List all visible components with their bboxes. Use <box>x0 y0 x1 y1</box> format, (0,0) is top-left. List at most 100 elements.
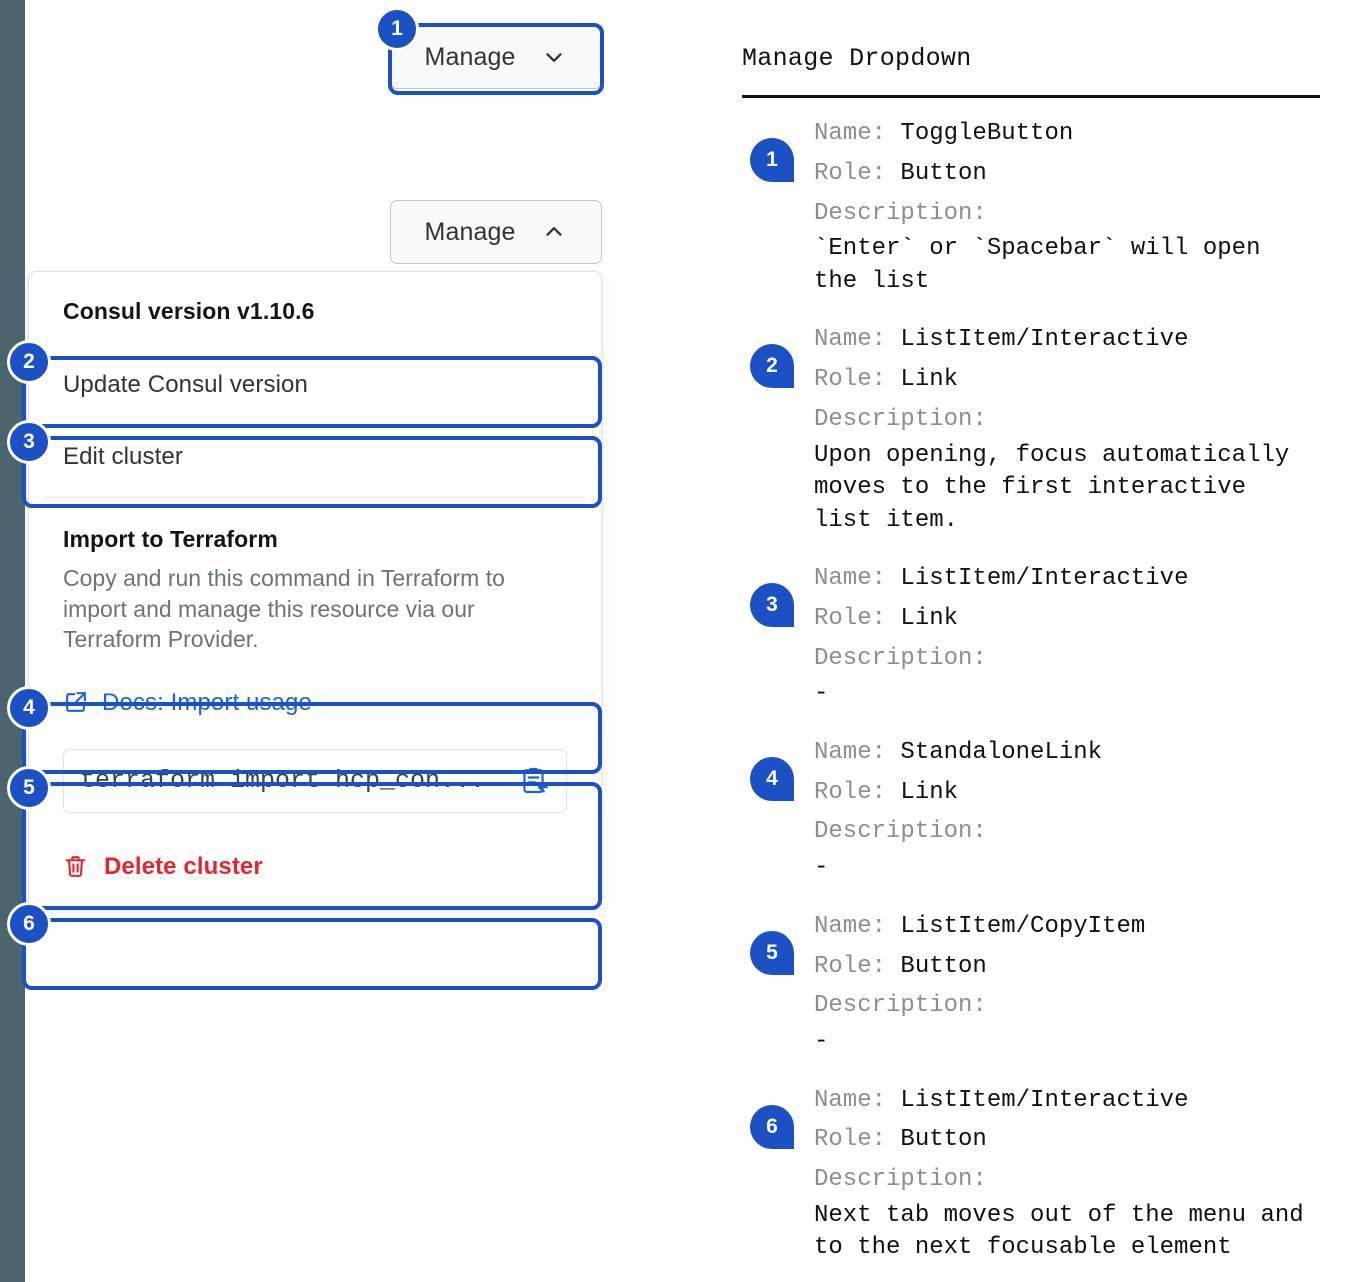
legend-name-label: Name: <box>814 564 901 592</box>
manage-dropdown-panel: Consul version v1.10.6 Update Consul ver… <box>28 271 602 908</box>
legend-description-value: - <box>814 854 829 882</box>
left-sidebar-rail <box>0 0 25 1282</box>
legend-name-label: Name: <box>814 1086 901 1114</box>
legend-description-value: - <box>814 680 829 708</box>
legend-description-label: Description: <box>814 992 987 1020</box>
legend-role-label: Role: <box>814 1126 901 1154</box>
annotation-badge-3: 3 <box>7 420 51 464</box>
legend-role-value: Button <box>900 952 987 980</box>
legend-name-label: Name: <box>814 326 901 354</box>
legend-description-label: Description: <box>814 1166 987 1194</box>
menu-item-edit-cluster[interactable]: Edit cluster <box>29 421 601 493</box>
legend-name-value: ListItem/Interactive <box>900 326 1189 354</box>
dropdown-demo-stage: Manage Manage Consul version v1.10.6 Upd… <box>7 7 604 990</box>
legend-name-value: ListItem/CopyItem <box>900 912 1146 940</box>
legend-role-value: Link <box>900 604 959 632</box>
consul-version-heading: Consul version v1.10.6 <box>63 298 315 324</box>
legend-name-label: Name: <box>814 120 901 147</box>
import-terraform-description: Copy and run this command in Terraform t… <box>63 565 505 653</box>
annotation-pin-2: 2 <box>750 344 794 389</box>
menu-divider <box>45 497 585 498</box>
highlight-ring-6 <box>22 918 602 990</box>
legend-pin-wrap: 4 <box>742 733 814 801</box>
annotation-badge-4: 4 <box>7 686 51 730</box>
legend-role-label: Role: <box>814 604 901 632</box>
manage-toggle-label-open: Manage <box>424 217 516 246</box>
legend-field-row: Role: Button <box>814 154 1342 194</box>
legend-field-row: Name: ListItem/Interactive <box>814 320 1342 360</box>
legend-field-row: Name: ToggleButton <box>814 114 1342 154</box>
clipboard-copy-icon[interactable] <box>519 766 548 795</box>
legend-name-label: Name: <box>814 912 901 940</box>
legend-description-value: `Enter` or `Spacebar` will open the list <box>814 235 1261 295</box>
trash-icon <box>63 854 88 879</box>
annotation-badge-2: 2 <box>7 340 51 384</box>
legend-field-row: Role: Link <box>814 599 1342 639</box>
legend-description-label: Description: <box>814 818 987 846</box>
legend-name-value: ListItem/Interactive <box>900 1086 1189 1114</box>
legend-role-label: Role: <box>814 952 901 980</box>
import-terraform-heading: Import to Terraform <box>63 526 278 552</box>
annotation-pin-6: 6 <box>750 1104 794 1149</box>
legend-name-value: ListItem/Interactive <box>900 564 1189 592</box>
annotation-badge-6: 6 <box>7 902 51 946</box>
manage-toggle-button-closed[interactable]: Manage <box>390 25 602 89</box>
menu-item-delete-cluster[interactable]: Delete cluster <box>29 831 601 907</box>
annotation-pin-4: 4 <box>750 756 794 801</box>
legend-role-label: Role: <box>814 366 901 394</box>
legend-pin-wrap: 3 <box>742 559 814 627</box>
legend-name-value: StandaloneLink <box>900 738 1103 766</box>
annotation-pin-1: 1 <box>750 138 794 182</box>
terraform-command-text: terraform import hcp_con... <box>80 766 486 796</box>
legend-field-row: Role: Link <box>814 773 1342 813</box>
annotation-pin-3: 3 <box>750 582 794 627</box>
legend-description-value: Upon opening, focus automatically moves … <box>814 441 1290 534</box>
annotation-badge-1: 1 <box>375 7 419 51</box>
legend-pin-wrap: 5 <box>742 907 814 975</box>
legend-role-value: Link <box>900 778 959 806</box>
copy-command-row: terraform import hcp_con... <box>29 735 601 831</box>
legend-pin-wrap: 6 <box>742 1081 814 1149</box>
legend-field-row: Role: Button <box>814 1120 1342 1160</box>
annotation-badge-5: 5 <box>7 766 51 810</box>
delete-cluster-label: Delete cluster <box>104 852 263 880</box>
annotation-pin-5: 5 <box>750 930 794 975</box>
manage-toggle-button-open[interactable]: Manage <box>390 200 602 264</box>
chevron-down-icon <box>541 44 567 70</box>
legend-title: Manage Dropdown <box>742 44 972 73</box>
legend-name-value: ToggleButton <box>900 120 1074 147</box>
legend-field-row: Name: ListItem/CopyItem <box>814 907 1342 947</box>
legend-description-label: Description: <box>814 199 987 227</box>
legend-field-row: Name: StandaloneLink <box>814 733 1342 773</box>
menu-item-update-consul-version[interactable]: Update Consul version <box>29 349 601 421</box>
manage-toggle-label-closed: Manage <box>424 42 516 71</box>
legend-role-label: Role: <box>814 159 901 187</box>
terraform-command-copy-field[interactable]: terraform import hcp_con... <box>63 748 567 813</box>
legend-role-label: Role: <box>814 778 901 806</box>
legend-field-row: Role: Link <box>814 360 1342 400</box>
legend-role-value: Link <box>900 366 959 394</box>
legend-description-label: Description: <box>814 405 987 433</box>
legend-pin-wrap: 1 <box>742 114 814 182</box>
menu-item-docs-import-usage[interactable]: Docs: Import usage <box>29 671 601 735</box>
legend-field-row: Name: ListItem/Interactive <box>814 559 1342 599</box>
legend-name-label: Name: <box>814 738 901 766</box>
legend-description-value: - <box>814 1028 829 1056</box>
legend-role-value: Button <box>900 1126 987 1154</box>
legend-description-label: Description: <box>814 644 987 672</box>
legend-role-value: Button <box>900 159 987 187</box>
docs-import-usage-label: Docs: Import usage <box>102 688 312 716</box>
